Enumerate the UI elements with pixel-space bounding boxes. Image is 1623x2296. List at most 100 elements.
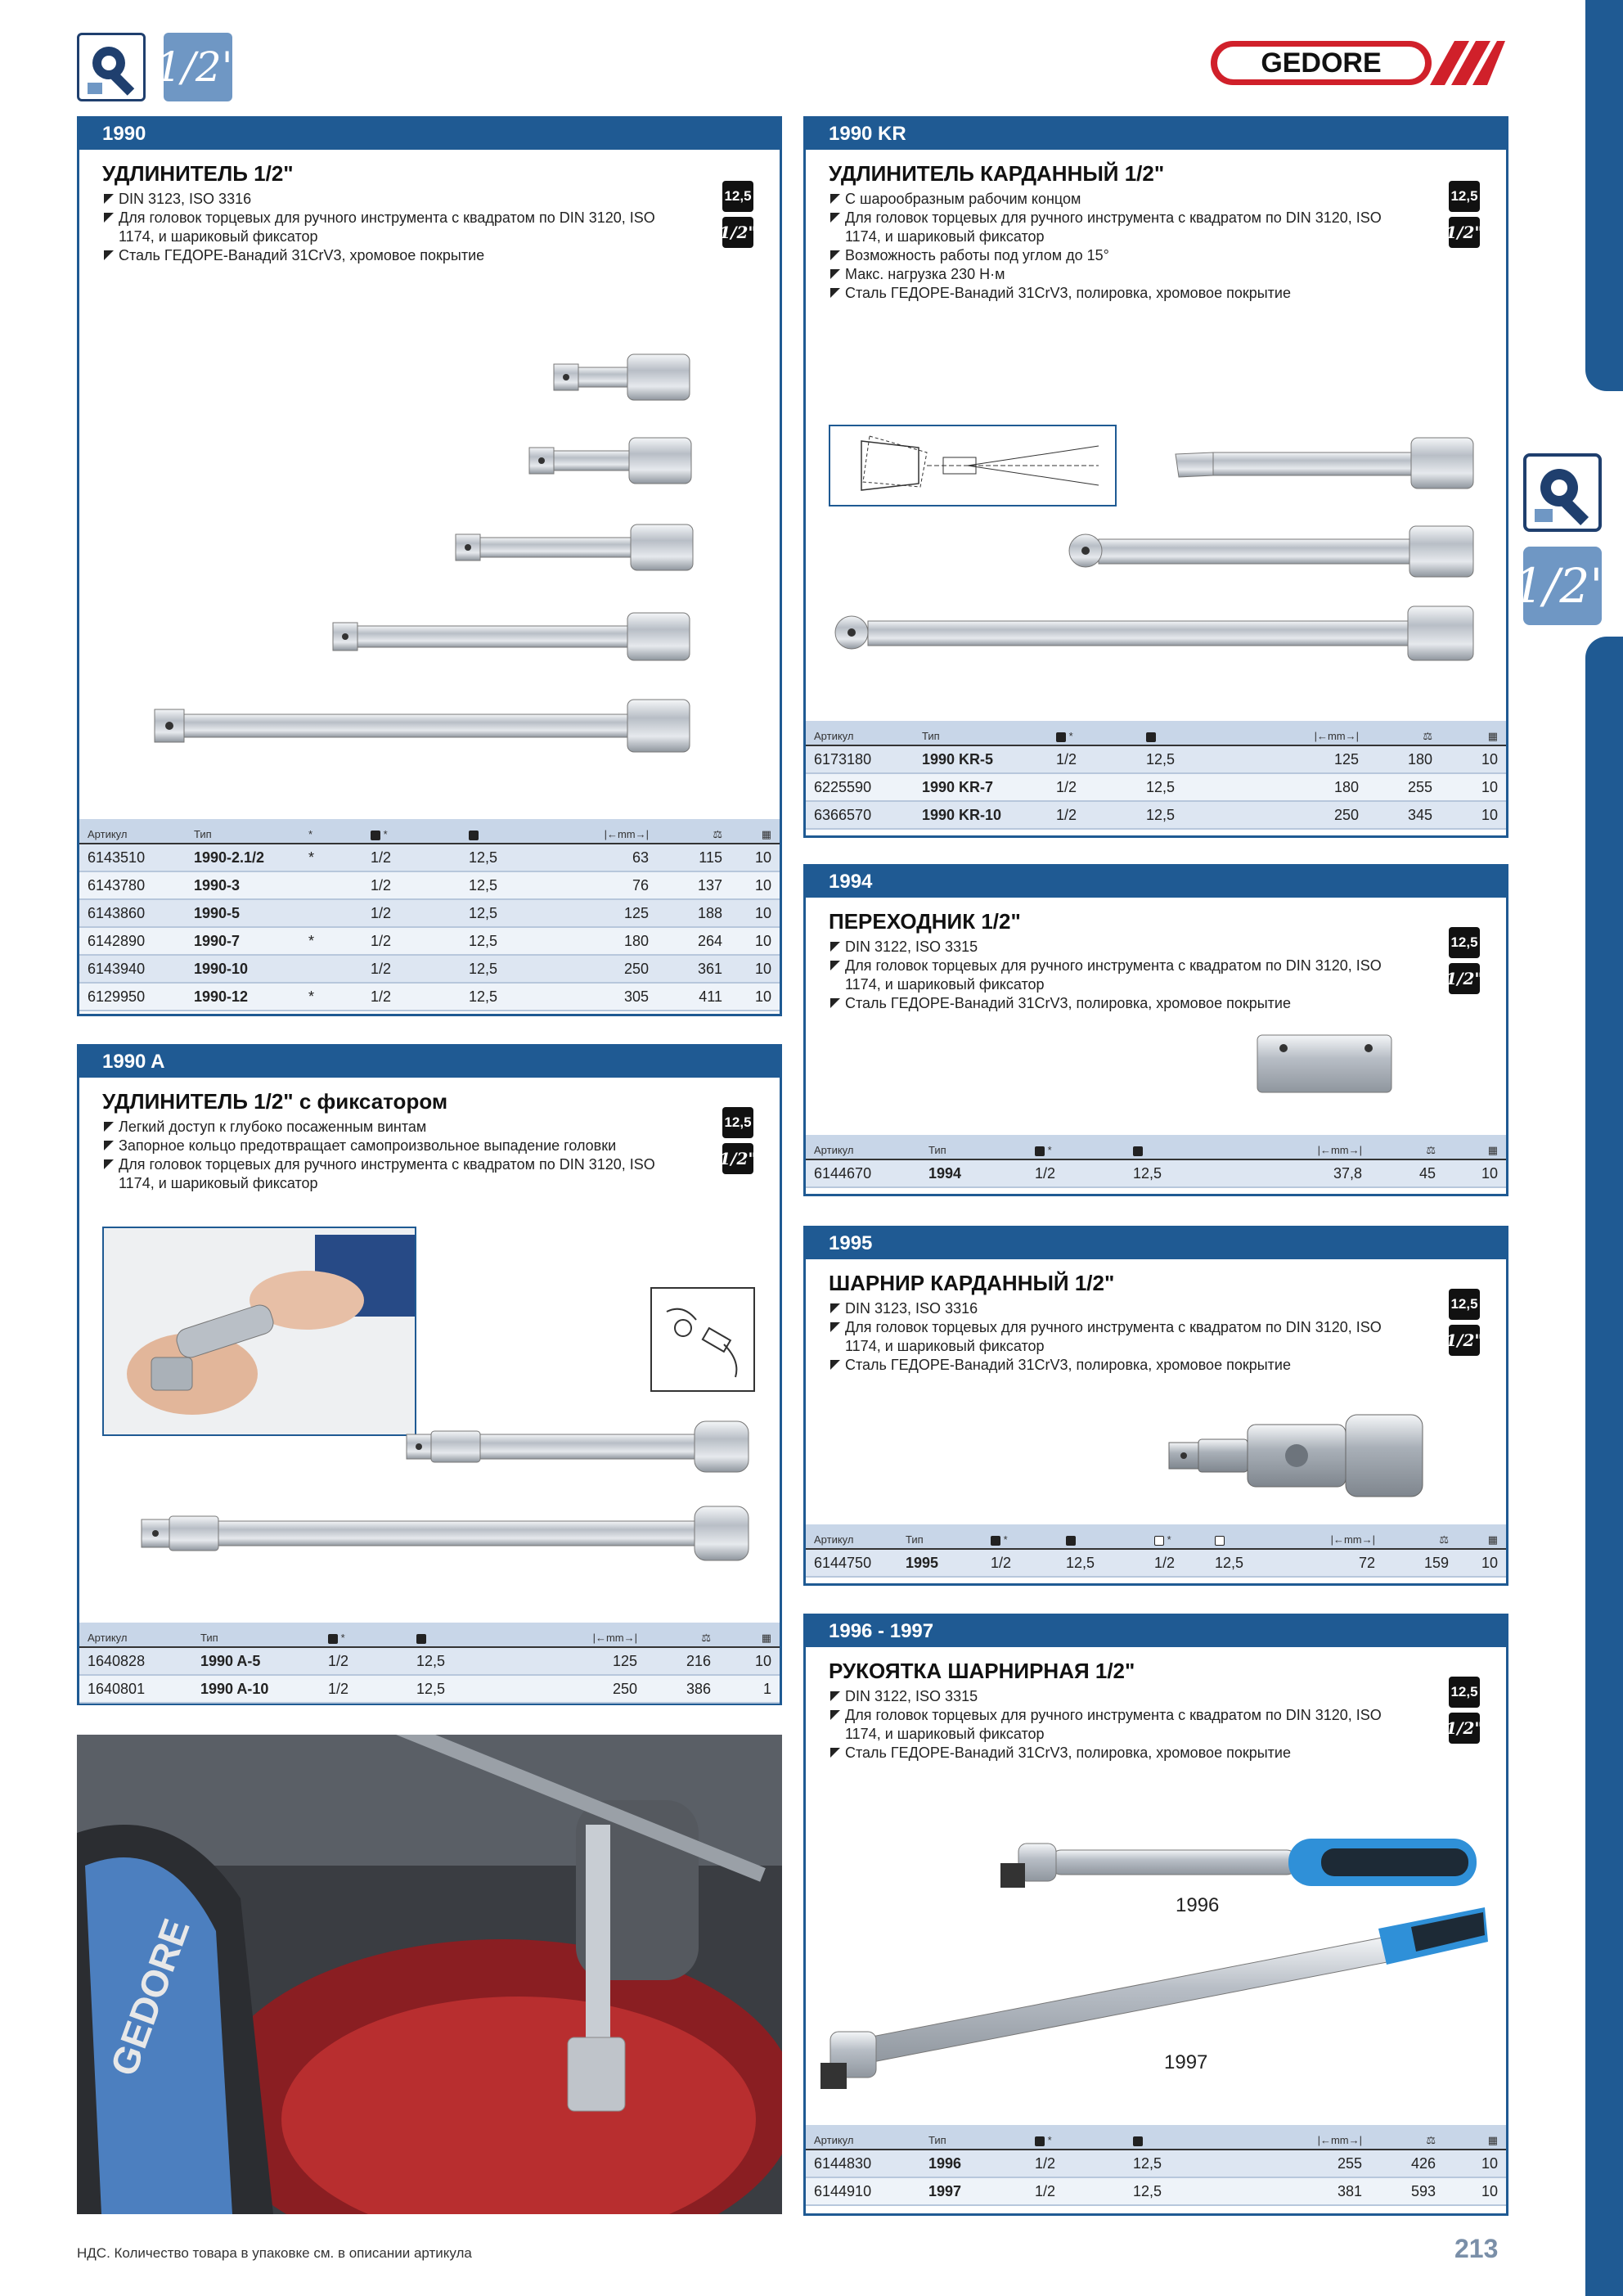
feature-list: DIN 3123, ISO 3316 Для головок торцевых … [829, 1299, 1401, 1375]
feature-list: Легкий доступ к глубоко посаженным винта… [102, 1118, 675, 1193]
table-cell: 6173180 [806, 745, 914, 774]
col-pack: ▦ [1457, 1524, 1506, 1550]
table-cell [300, 899, 362, 928]
table-cell: 1990-3 [186, 871, 300, 900]
feature-item: DIN 3122, ISO 3315 [829, 938, 1401, 957]
section-code: 1990 A [79, 1047, 780, 1078]
feature-item: Сталь ГЕДОРЕ-Ванадий 31CrV3, полировка, … [829, 1744, 1401, 1763]
col-pack: ▦ [731, 819, 780, 844]
square-drive-icon [1133, 2136, 1143, 2146]
table-cell: 10 [1457, 1549, 1506, 1578]
table-cell: 1997 [920, 2177, 1027, 2206]
section-title: УДЛИНИТЕЛЬ 1/2" [102, 161, 294, 186]
table-cell: 6366570 [806, 801, 914, 830]
col-article: Артикул [806, 721, 914, 746]
col-type: Тип [192, 1623, 320, 1648]
table-cell: 1/2 [1027, 2177, 1125, 2206]
section-code: 1995 [806, 1228, 1506, 1259]
col-type: Тип [920, 2125, 1027, 2150]
col-length: |←mm→| [1244, 721, 1367, 746]
section-1990-a: 1990 A УДЛИНИТЕЛЬ 1/2" с фиксатором Легк… [77, 1044, 782, 1705]
table-cell: 6144750 [806, 1549, 897, 1578]
table-cell: 180 [1367, 745, 1441, 774]
table-cell [300, 871, 362, 900]
size-badge: 12,5 [722, 1107, 753, 1138]
square-drive-icon [991, 1535, 1000, 1546]
section-1990: 1990 УДЛИНИТЕЛЬ 1/2" DIN 3123, ISO 3316 … [77, 116, 782, 1016]
col-drive-mm [1138, 721, 1244, 746]
table-cell: 12,5 [461, 844, 559, 872]
table-cell: 45 [1370, 1159, 1444, 1188]
square-drive-icon [1133, 1146, 1143, 1156]
col-length: |←mm→| [1248, 2125, 1370, 2150]
table-cell: 1990-2.1/2 [186, 844, 300, 872]
table-cell: 6143780 [79, 871, 186, 900]
square-drive-icon [328, 1633, 338, 1644]
side-socket-wrench-icon [1523, 453, 1602, 532]
table-cell: 6143860 [79, 899, 186, 928]
table-cell: 115 [657, 844, 731, 872]
table-cell: 63 [559, 844, 657, 872]
table-cell: 12,5 [1138, 801, 1244, 830]
table-cell: 12,5 [461, 983, 559, 1011]
section-1996-1997: 1996 - 1997 РУКОЯТКА ШАРНИРНАЯ 1/2" DIN … [803, 1614, 1508, 2216]
col-drive-mm [408, 1623, 523, 1648]
table-cell: 1990 KR-5 [914, 745, 1048, 774]
table-cell: 10 [731, 955, 780, 984]
col-weight: ⚖ [1370, 1135, 1444, 1160]
square-drive-icon [371, 830, 380, 840]
section-1995: 1995 ШАРНИР КАРДАННЫЙ 1/2" DIN 3123, ISO… [803, 1226, 1508, 1586]
col-drive-inch: * [1027, 2125, 1125, 2150]
col-article: Артикул [806, 2125, 920, 2150]
square-drive-icon [1146, 732, 1156, 742]
table-cell: 255 [1248, 2150, 1370, 2178]
col-drive-inch: * [320, 1623, 408, 1648]
section-title: УДЛИНИТЕЛЬ КАРДАННЫЙ 1/2" [829, 161, 1165, 186]
feature-item: Для головок торцевых для ручного инструм… [829, 957, 1401, 994]
hand-demo-photo [102, 1227, 416, 1436]
side-half-inch-icon: 1/2" [1513, 547, 1612, 625]
table-cell: 10 [731, 899, 780, 928]
table-cell: 1640828 [79, 1647, 192, 1676]
table-cell: 345 [1367, 801, 1441, 830]
feature-item: Для головок торцевых для ручного инструм… [102, 209, 675, 246]
col-pack: ▦ [1444, 2125, 1506, 2150]
size-badge: 12,5 [1449, 181, 1480, 212]
table-cell: 593 [1370, 2177, 1444, 2206]
table-cell: 411 [657, 983, 731, 1011]
table-cell: 1990-5 [186, 899, 300, 928]
table-cell: 216 [645, 1647, 719, 1676]
table-cell: 1996 [920, 2150, 1027, 2178]
square-drive-icon [469, 830, 479, 840]
table-header-row: Артикул Тип * |←mm→| ⚖ ▦ [806, 721, 1506, 746]
universal-joint-photo [1168, 1414, 1423, 1497]
table-cell: 10 [731, 871, 780, 900]
table-cell: 1/2 [1146, 1549, 1207, 1578]
feature-item: DIN 3123, ISO 3316 [102, 190, 675, 209]
feature-item: Легкий доступ к глубоко посаженным винта… [102, 1118, 675, 1137]
table-cell: 10 [1444, 2177, 1506, 2206]
table-cell: 361 [657, 955, 731, 984]
table-cell: 180 [1244, 773, 1367, 802]
feature-item: Для головок торцевых для ручного инструм… [829, 1318, 1401, 1356]
table-cell: 255 [1367, 773, 1441, 802]
table-cell: 1995 [897, 1549, 982, 1578]
table-cell: 10 [1441, 801, 1506, 830]
col-pack: ▦ [1444, 1135, 1506, 1160]
feature-item: Макс. нагрузка 230 Н·м [829, 265, 1401, 284]
table-cell: 426 [1370, 2150, 1444, 2178]
table-cell: 6142890 [79, 927, 186, 956]
square-drive-icon [1056, 732, 1066, 742]
col-drive-mm [1125, 1135, 1248, 1160]
col-weight: ⚖ [657, 819, 731, 844]
table-cell: 12,5 [1207, 1549, 1288, 1578]
table-cell: 250 [1244, 801, 1367, 830]
col-type: Тип [920, 1135, 1027, 1160]
col-drive-mm [1125, 2125, 1248, 2150]
